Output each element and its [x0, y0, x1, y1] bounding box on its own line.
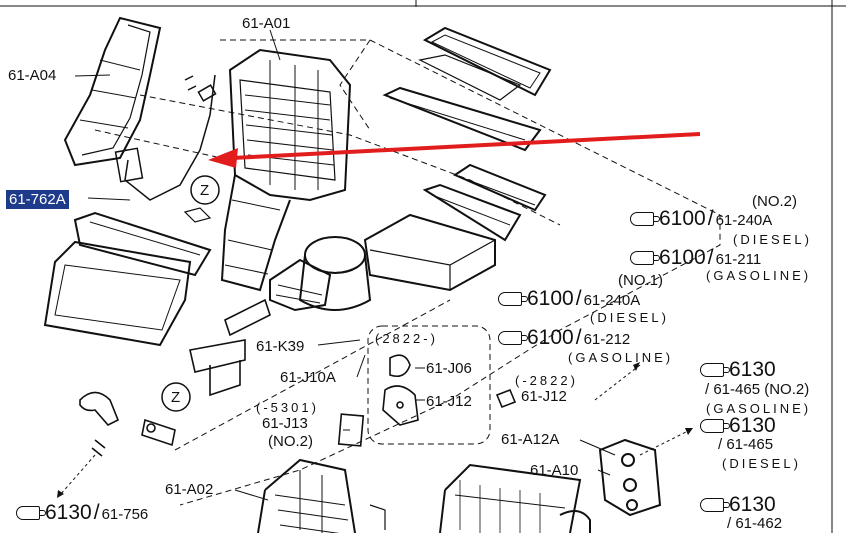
label-z-upper: Z — [200, 182, 210, 199]
label-k39: 61-K39 — [256, 338, 305, 355]
pointing-hand-icon — [16, 506, 46, 520]
ref1-cond: (GASOLINE) — [706, 268, 812, 283]
ref2-cond: (DIESEL) — [590, 310, 669, 325]
ref0-6100-240a-diesel[interactable]: 6100/ 61-240A — [630, 208, 772, 230]
label-detail-date: (2822-) — [375, 331, 438, 346]
pointing-hand-icon — [498, 292, 528, 306]
pointing-hand-icon — [630, 212, 660, 226]
ref4-sub: / 61-465 (NO.2) — [705, 381, 810, 398]
ref1-6100-211-gasoline[interactable]: 6100/ 61-211 — [630, 247, 761, 269]
highlight-arrow-shaft — [231, 132, 701, 160]
ref4-cond: (GASOLINE) — [706, 401, 812, 416]
label-a04: 61-A04 — [8, 67, 57, 84]
label-j12-inner: 61-J12 — [426, 393, 472, 410]
label-z-lower: Z — [171, 389, 181, 406]
ref6-6130-main[interactable]: 6130 — [700, 494, 776, 516]
label-762a-highlighted[interactable]: 61-762A — [6, 190, 69, 209]
label-a10: 61-A10 — [530, 462, 579, 479]
ref2-note: (NO.1) — [618, 272, 663, 289]
label-a01: 61-A01 — [242, 15, 291, 32]
label-a02: 61-A02 — [165, 481, 214, 498]
label-a12a: 61-A12A — [501, 431, 560, 448]
ref3-6100-212-gasoline[interactable]: 6100/ 61-212 — [498, 327, 630, 349]
label-j13-date: (-5301) — [256, 400, 319, 415]
z-circle-upper — [190, 175, 220, 205]
z-circle-lower — [161, 382, 191, 412]
pointing-hand-icon — [700, 363, 730, 377]
ref5-6130-main[interactable]: 6130 — [700, 415, 776, 437]
label-j13-note: (NO.2) — [268, 433, 313, 450]
ref6-sub: / 61-462 — [727, 515, 783, 532]
ref0-cond: (DIESEL) — [733, 232, 812, 247]
label-j10a: 61-J10A — [280, 369, 336, 386]
housing-a01-drawing — [220, 48, 352, 292]
ref5-sub: / 61-465 — [718, 436, 774, 453]
pointing-hand-icon — [630, 251, 660, 265]
ref2-6100-240a-diesel[interactable]: 6100/ 61-240A — [498, 288, 640, 310]
detail-box — [367, 325, 491, 445]
ref4-6130-main[interactable]: 6130 — [700, 359, 776, 381]
ref7-6130-756[interactable]: 6130/ 61-756 — [16, 502, 148, 524]
label-j12-outer: 61-J12 — [521, 388, 567, 405]
ref5-cond: (DIESEL) — [722, 456, 801, 471]
label-j12-date: (-2822) — [515, 373, 578, 388]
duct-a04-drawing — [63, 16, 162, 167]
pointing-hand-icon — [498, 331, 528, 345]
label-j13: 61-J13 — [262, 415, 308, 432]
label-j06: 61-J06 — [426, 360, 472, 377]
pointing-hand-icon — [700, 419, 730, 433]
highlight-arrow-head — [208, 148, 238, 168]
ref3-cond: (GASOLINE) — [568, 350, 674, 365]
pointing-hand-icon — [700, 498, 730, 512]
ref0-note: (NO.2) — [752, 193, 797, 210]
